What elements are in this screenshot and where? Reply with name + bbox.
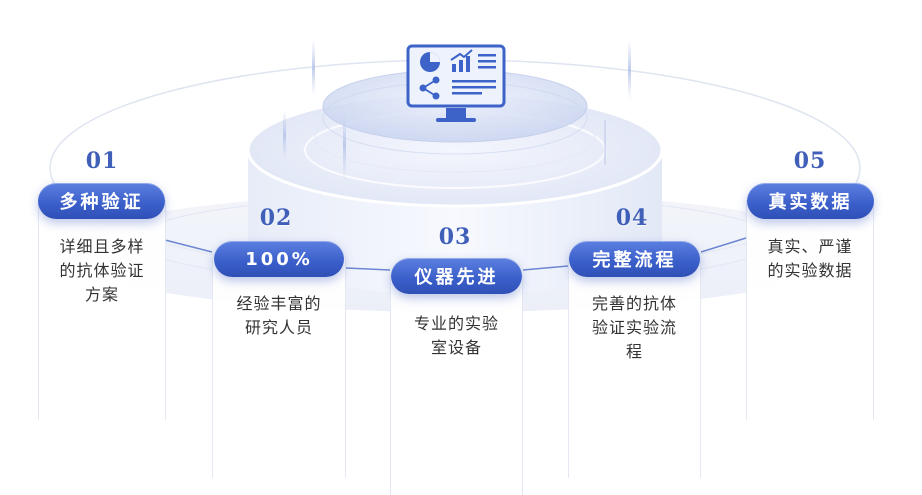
step-description: 真实、严谨 的实验数据 [767, 237, 853, 280]
step-card-5 [746, 200, 874, 420]
step-card-2 [212, 258, 346, 478]
step-description: 经验丰富的 研究人员 [236, 294, 322, 337]
advantages-diagram: 01 多种验证 详细且多样 的抗体验证 方案 02 100% 经验丰富的 研究人… [38, 40, 874, 495]
step-title-pill: 完整流程 [569, 241, 700, 277]
step-card-1 [38, 200, 166, 420]
step-number: 04 [615, 205, 649, 231]
step-description: 详细且多样 的抗体验证 方案 [59, 237, 145, 304]
step-title-pill: 多种验证 [38, 183, 165, 219]
step-card-3 [390, 275, 523, 495]
step-card-4 [568, 258, 701, 478]
step-title-pill: 仪器先进 [391, 258, 522, 294]
step-number: 05 [793, 148, 827, 174]
step-number: 01 [85, 148, 119, 174]
step-title-pill: 100% [214, 241, 344, 277]
bar-trend-icon [450, 49, 473, 72]
step-description: 专业的实验 室设备 [413, 314, 499, 357]
step-number: 03 [438, 224, 472, 250]
list-lines-icon [452, 54, 496, 95]
step-description: 完善的抗体 验证实验流 程 [591, 294, 677, 361]
share-nodes-icon [419, 76, 440, 100]
step-number: 02 [259, 205, 293, 231]
step-title-pill: 真实数据 [747, 183, 874, 219]
pie-chart-icon [420, 52, 440, 72]
monitor-icon [406, 44, 506, 122]
